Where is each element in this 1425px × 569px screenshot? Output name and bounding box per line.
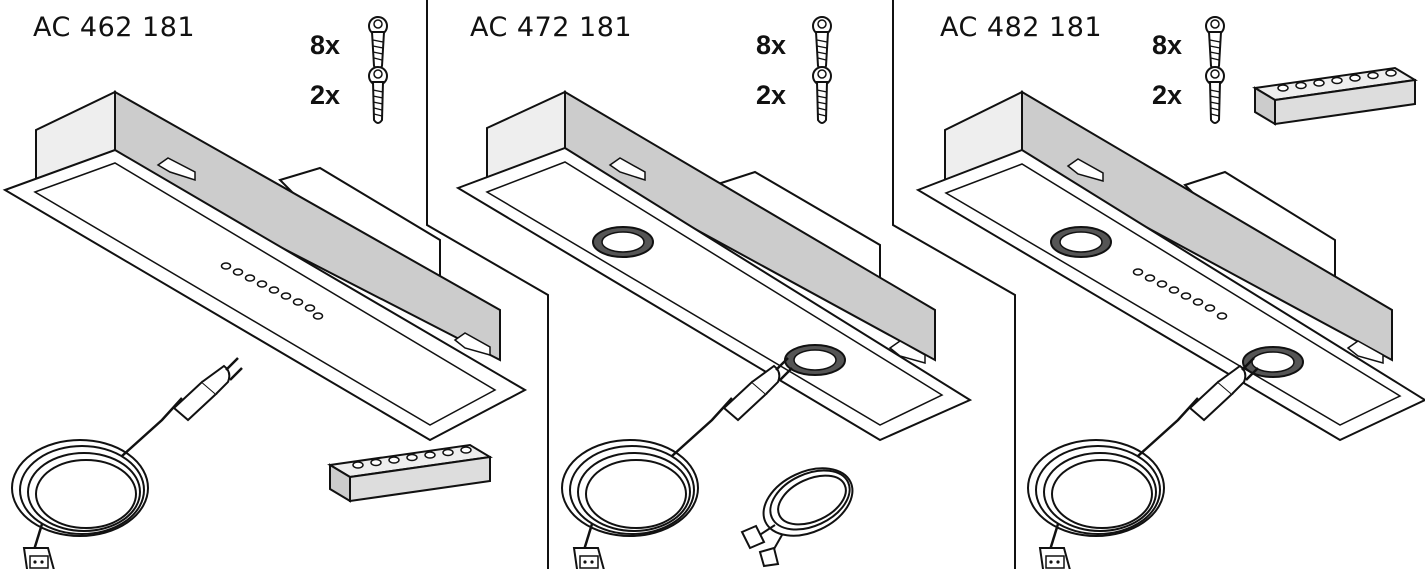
spotlight-icon-3 <box>1050 226 1112 258</box>
control-strip-icon-3 <box>1254 67 1416 125</box>
screw-short-icon-1 <box>368 66 388 124</box>
spotlight-icon-1 <box>592 226 654 258</box>
control-buttons-3 <box>1132 268 1228 320</box>
screw-long-icon-1 <box>368 16 388 70</box>
quantity-label-2b: 2x <box>756 80 787 110</box>
model-label-2: AC 472 181 <box>470 12 633 43</box>
network-cable-icon <box>740 467 854 568</box>
screw-short-icon-2 <box>812 66 832 124</box>
quantity-label-1b: 2x <box>310 80 341 110</box>
quantity-label-3a: 8x <box>1152 30 1183 60</box>
control-buttons-1 <box>220 262 324 320</box>
spotlight-icon-2 <box>784 344 846 376</box>
control-strip-icon-1 <box>329 444 491 502</box>
screw-long-icon-3 <box>1205 16 1225 70</box>
model-label-3: AC 482 181 <box>940 12 1103 43</box>
hood-unit-3 <box>915 90 1425 442</box>
hood-unit-1 <box>2 90 528 442</box>
quantity-label-1a: 8x <box>310 30 341 60</box>
power-cable-icon-3 <box>1026 356 1260 569</box>
model-label-1: AC 462 181 <box>33 12 196 43</box>
quantity-label-3b: 2x <box>1152 80 1183 110</box>
divider-line-2 <box>892 0 1016 569</box>
power-cable-icon-1 <box>10 356 244 569</box>
screw-long-icon-2 <box>812 16 832 70</box>
quantity-label-2a: 8x <box>756 30 787 60</box>
divider-line-1 <box>426 0 549 569</box>
screw-short-icon-3 <box>1205 66 1225 124</box>
